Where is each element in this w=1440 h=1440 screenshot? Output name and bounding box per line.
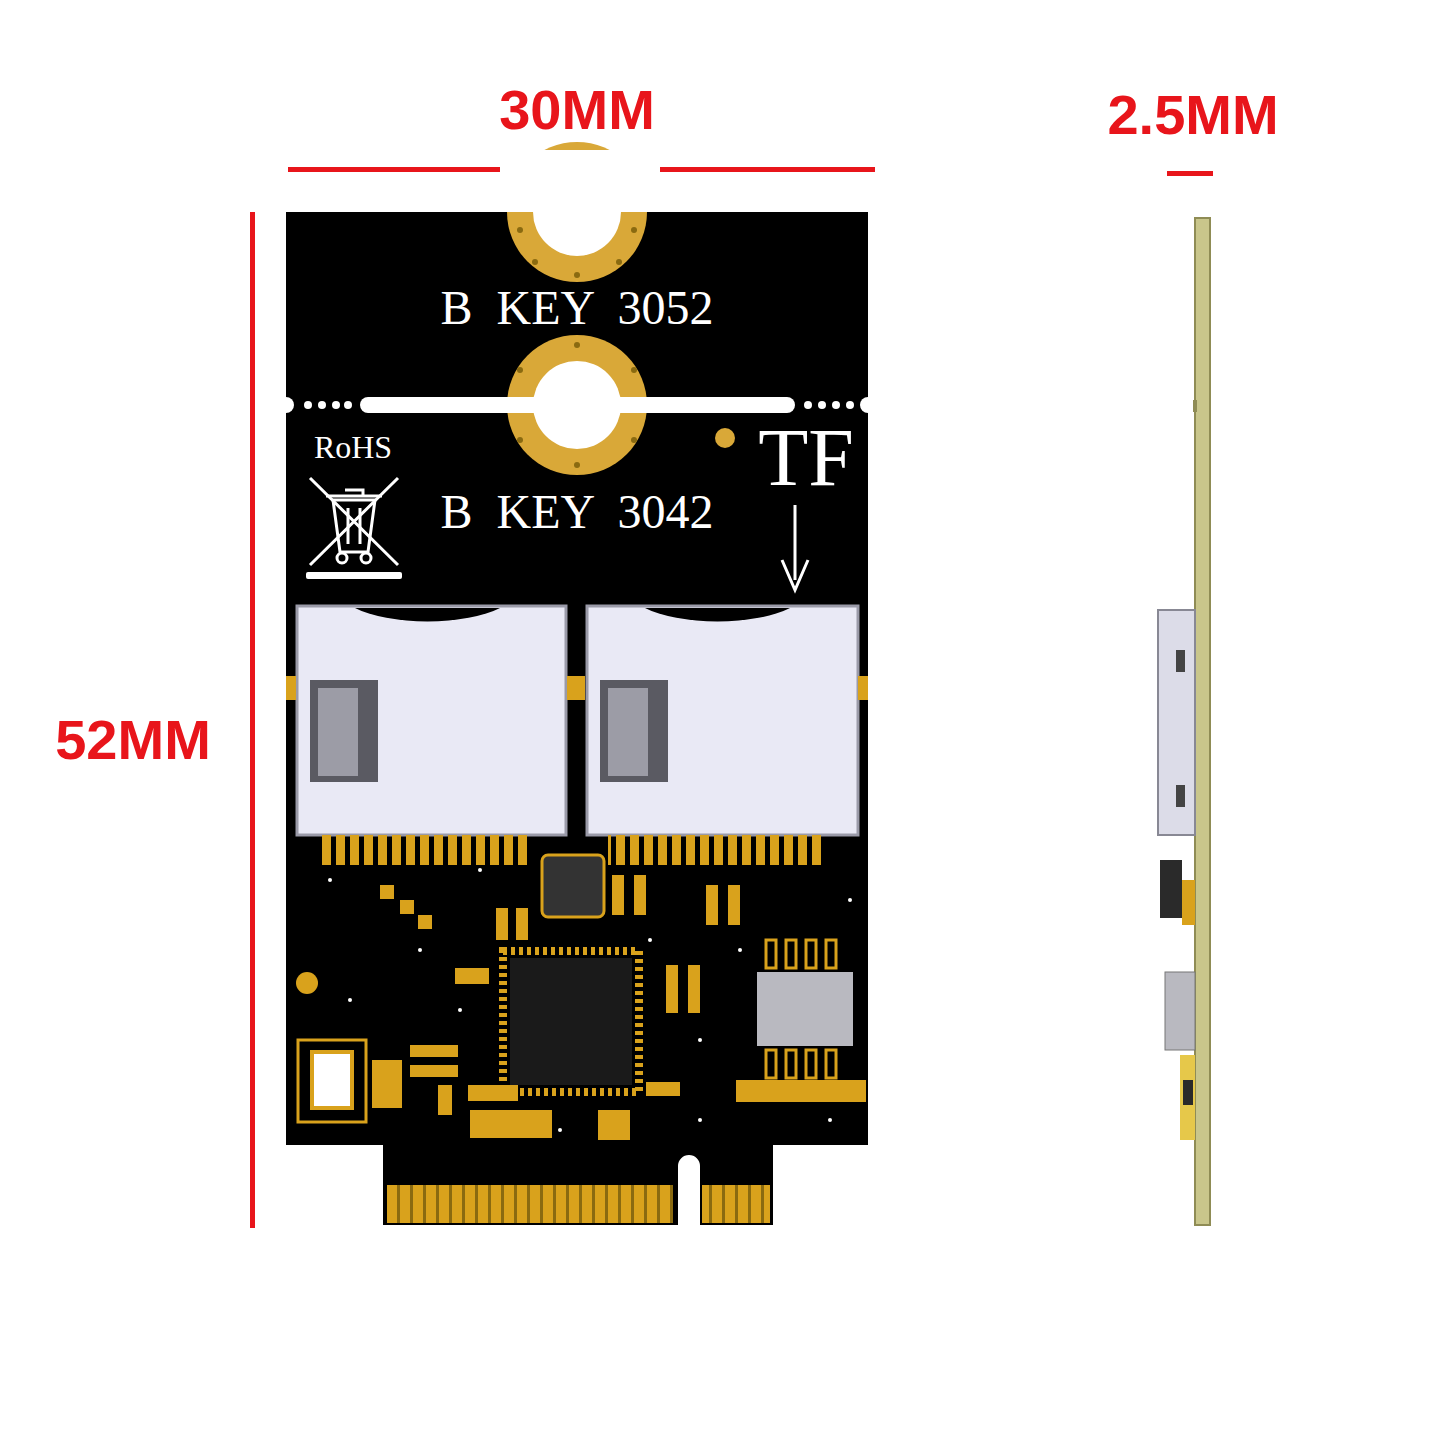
board-marking: RoHS <box>314 431 392 463</box>
board-marking: B KEY 3052 <box>441 284 714 332</box>
dimension-label: 52MM <box>55 712 211 768</box>
board-marking: B KEY 3042 <box>441 488 714 536</box>
board-marking: TF <box>758 417 854 499</box>
dimension-label: 2.5MM <box>1107 87 1278 143</box>
dimension-label: 30MM <box>499 82 655 138</box>
